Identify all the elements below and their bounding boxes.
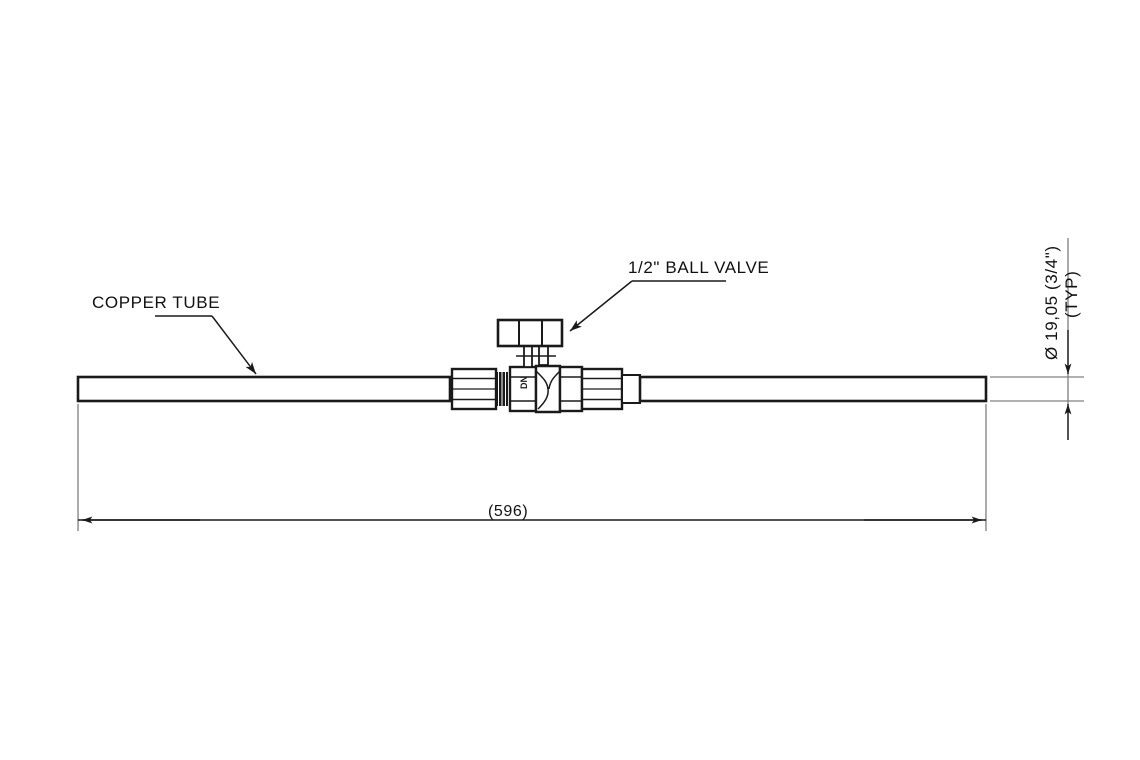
- overall-length-dimension-text: (596): [488, 503, 529, 520]
- tube-diameter-dimension: [990, 238, 1084, 440]
- copper-tube-left: [76, 375, 452, 403]
- overall-length-dimension: [77, 404, 987, 531]
- copper-tube-leader: [155, 315, 257, 375]
- tube-diameter-typ-note: (TYP): [1062, 270, 1081, 318]
- ball-valve-body: DN: [508, 364, 584, 414]
- valve-dn-marking: DN: [519, 376, 529, 389]
- copper-tube-label: COPPER TUBE: [92, 293, 221, 312]
- copper-tube-right: [638, 375, 988, 403]
- tube-diameter-dimension-text: Ø 19,05 (3/4"): [1042, 245, 1061, 360]
- ferrule-band: [496, 372, 510, 406]
- ball-valve-leader: [569, 280, 726, 332]
- ball-valve-label: 1/2" BALL VALVE: [628, 258, 770, 277]
- valve-stem: [516, 344, 556, 368]
- compression-nut-left: [450, 367, 498, 411]
- compression-nut-right: [580, 367, 641, 411]
- valve-lever-handle[interactable]: [496, 318, 564, 348]
